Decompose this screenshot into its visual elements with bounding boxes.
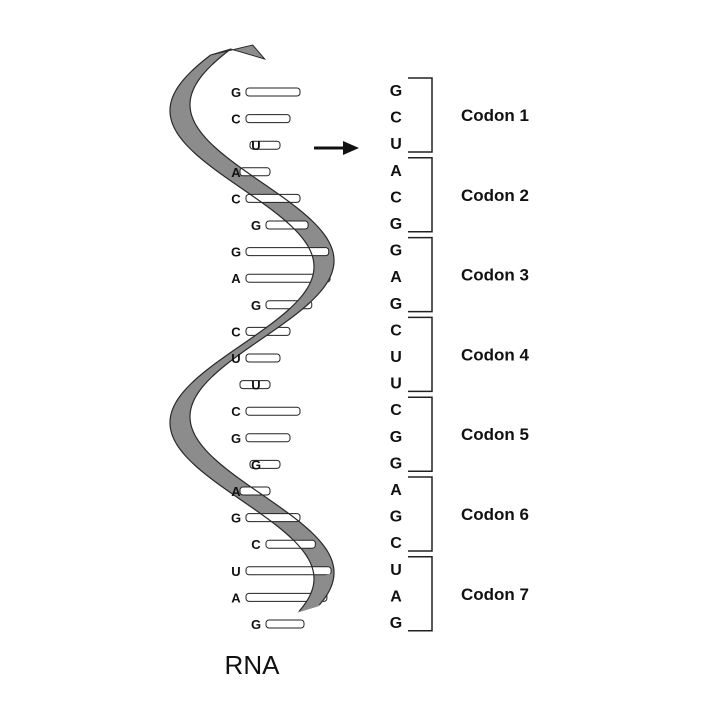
codon-labels: Codon 1 Codon 2 Codon 3 Codon 4 Codon 5 Codon…: [461, 106, 530, 604]
base-letter: C: [251, 537, 261, 552]
sequence-letter: U: [390, 136, 402, 153]
sequence-letter: U: [390, 349, 402, 366]
sequence-letter: G: [390, 296, 402, 313]
base-letter: G: [251, 457, 261, 472]
base-letter: A: [231, 271, 241, 286]
helix-cap: [210, 44, 267, 60]
base-letter: U: [251, 378, 260, 393]
codon-label: Codon 3: [461, 266, 529, 285]
title-rna: RNA: [225, 650, 281, 680]
sequence-letter: U: [390, 376, 402, 393]
codon-label: Codon 6: [461, 505, 529, 524]
base-rung: [245, 114, 291, 124]
codon-label: Codon 1: [461, 106, 529, 125]
sequence-letter: G: [390, 216, 402, 233]
base-letter: U: [251, 138, 260, 153]
base-rung: [239, 486, 271, 496]
base-rung: [245, 433, 291, 443]
codon-bracket: [408, 396, 433, 472]
base-rung: [245, 193, 301, 203]
sequence-letter: G: [390, 243, 402, 260]
base-letter: G: [251, 218, 261, 233]
sequence-letter: C: [390, 110, 402, 127]
sequence-letter: C: [390, 189, 402, 206]
sequence-letter: A: [390, 482, 402, 499]
sequence-letter: G: [390, 455, 402, 472]
base-letter: G: [251, 298, 261, 313]
base-rung: [239, 380, 271, 390]
base-letter: G: [231, 511, 241, 526]
helix-segment: [297, 604, 321, 613]
sequence-letter: C: [390, 535, 402, 552]
sequence-letter: A: [390, 269, 402, 286]
sequence-letter: G: [390, 83, 402, 100]
base-rung: [249, 140, 281, 150]
sequence-letter: C: [390, 402, 402, 419]
codon-label: Codon 2: [461, 186, 529, 205]
codon-label: Codon 4: [461, 345, 530, 364]
helix-edge: [189, 48, 335, 606]
sequence-letter: A: [390, 163, 402, 180]
codon-bracket: [408, 236, 433, 313]
sequence-letter: G: [390, 509, 402, 526]
sequence-letter: U: [390, 562, 402, 579]
base-letter: G: [231, 431, 241, 446]
codon-bracket: [408, 316, 433, 393]
base-letter: U: [231, 351, 240, 366]
base-letter: G: [231, 85, 241, 100]
codon-brackets: [408, 77, 433, 632]
base-letter: C: [231, 191, 241, 206]
codon-bracket: [408, 77, 433, 153]
codon-bracket: [408, 556, 433, 632]
codon-label: Codon 5: [461, 425, 529, 444]
base-letter: G: [251, 617, 261, 632]
base-letter: G: [231, 245, 241, 260]
sequence-letter: G: [390, 615, 402, 632]
base-rung: [245, 592, 328, 602]
arrow-icon: [314, 141, 359, 155]
base-rung: [245, 406, 301, 416]
helix-edge: [169, 54, 315, 612]
base-letter: C: [231, 112, 241, 127]
base-letter: A: [231, 484, 241, 499]
base-rung: [249, 459, 281, 469]
base-letter: A: [231, 590, 241, 605]
base-rung: [245, 247, 330, 257]
codon-label: Codon 7: [461, 585, 529, 604]
base-rung: [245, 513, 301, 523]
base-rung: [245, 353, 281, 363]
sequence-letter: A: [390, 588, 402, 605]
base-letter: C: [231, 404, 241, 419]
base-rung: [265, 220, 309, 230]
sequence-letter: C: [390, 322, 402, 339]
base-letter: U: [231, 564, 240, 579]
codon-bracket: [408, 476, 433, 552]
sequence-letter: G: [390, 429, 402, 446]
base-rung: [265, 539, 316, 549]
base-rung: [265, 619, 305, 629]
base-letter: C: [231, 324, 241, 339]
codon-bracket: [408, 157, 433, 233]
helix-front-ribbon: [169, 44, 335, 613]
base-rung: [239, 167, 271, 177]
base-rung: [245, 87, 301, 97]
base-rung: [245, 566, 332, 576]
base-letter: A: [231, 165, 241, 180]
